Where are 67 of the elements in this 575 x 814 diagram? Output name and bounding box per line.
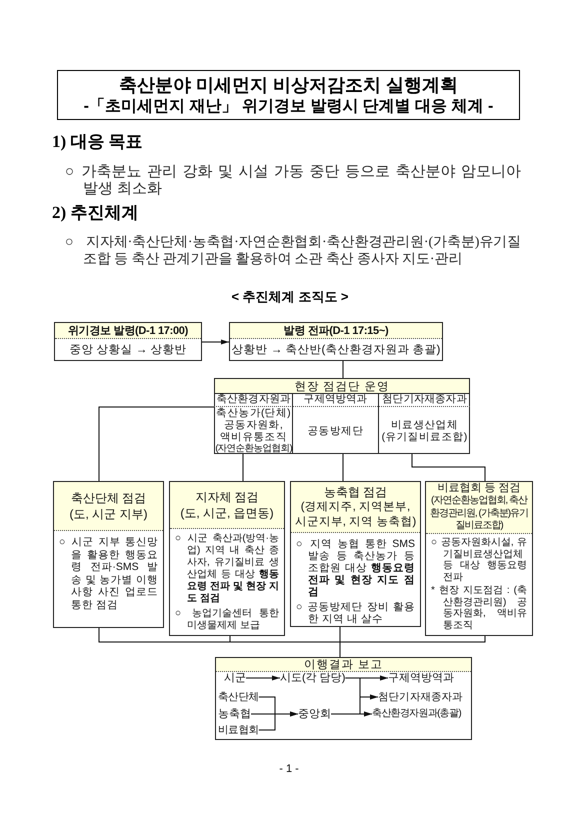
arrow — [202, 340, 230, 344]
subtitle-text: -「초미세먼지 재난」 위기경보 발령시 단계별 대응 체계 - — [84, 97, 494, 117]
unit-label: 중앙회 — [298, 706, 331, 722]
heading-text: 축산단체 점검 — [70, 490, 146, 506]
title-text: 축산분야 미세먼지 비상저감조치 실행계획 — [119, 75, 458, 96]
connector-line — [342, 454, 344, 482]
table-column — [214, 393, 293, 454]
arrow — [258, 712, 298, 730]
body-text: 축산농가(단체) 공동자원화, 액비유통조직 — [215, 407, 292, 443]
unit-label: 시도(각 담당) — [280, 670, 346, 686]
subheading-text: (도, 시군, 읍면동) — [180, 505, 274, 521]
process-box — [229, 322, 443, 361]
process-box — [169, 481, 285, 636]
body-text: 공동방제단 — [308, 424, 364, 436]
process-box — [53, 481, 164, 628]
unit-label: 첨단기자재종자과 — [378, 689, 463, 705]
table-column — [292, 393, 378, 454]
bullet-text: ○ 공동방제단 장비 활용한 지역 내 살수 — [296, 601, 415, 625]
connector-line — [340, 636, 486, 658]
column-heading: 축산환경자원과 — [214, 393, 293, 407]
title-box — [57, 70, 520, 120]
bullet-text: ○ 지자체·축산단체·농축협·자연순환협회·축산환경관리원·(가축분)유기질조합 등 축산 관계기관을 활용하여 소관 축산 종사자 지도·관리 — [65, 234, 521, 268]
arrow — [246, 676, 280, 680]
body-text: 중앙 상황실 → 상황반 — [69, 343, 187, 358]
subheading-text: (자연순환농업협회, 축산환경관리원, (가축분)유기질비료조합) — [428, 495, 530, 533]
chart-title: < 추진체계 조직도 > — [231, 289, 349, 305]
heading-band: 위기경보 발령(D-1 17:00) — [55, 323, 201, 339]
note-text: (자연순환농업협회) — [215, 443, 292, 454]
heading-band: 현장 점검단 운영 — [215, 379, 469, 394]
unit-label: 축산단체 — [218, 689, 259, 705]
arrow — [330, 712, 372, 716]
bullet-text: ○ 가축분뇨 관리 강화 및 시설 가동 중단 등으로 축산분야 암모니아 발생 최소화 — [65, 164, 521, 198]
body-text: 비료생산업체 (유기질비료조합) — [380, 418, 468, 442]
connector-line — [342, 360, 344, 378]
unit-label: 축산환경자원과(총괄) — [372, 706, 461, 722]
process-box — [54, 322, 202, 361]
section-heading: 1) 대응 목표 — [52, 132, 143, 152]
unit-label: 농축협 — [218, 706, 251, 722]
process-box — [425, 481, 533, 636]
bullet-text: ○ 공동자원화시설, 유기질비료생산업체 등 대상 행동요령 전파 — [431, 537, 527, 583]
process-box — [290, 481, 421, 627]
heading-text: 비료협회 등 점검 — [437, 482, 521, 495]
heading-text: 농축협 점검 — [324, 484, 388, 500]
column-heading: 첨단기자재종자과 — [379, 393, 470, 407]
heading-band: 발령 전파(D-1 17:15~) — [230, 323, 442, 339]
unit-label: 시군 — [224, 670, 246, 686]
bullet-text: ○ 농업기술센터 통한 미생물제제 보급 — [175, 608, 279, 632]
table-box — [214, 378, 470, 454]
table-column — [378, 393, 470, 454]
column-heading: 구제역방역과 — [293, 393, 378, 407]
connector-line — [98, 406, 214, 482]
connector-line — [242, 454, 244, 482]
unit-label: 구제역방역과 — [388, 670, 454, 686]
connector-line — [412, 454, 486, 482]
bullet-text: ○ 시군 축산과(방역·농업) 지역 내 축산 종사자, 유기질비료 생산업체 등 대상 행동요령 전파 및 현장 지도 점검 — [175, 533, 279, 605]
unit-label: 비료협회 — [218, 722, 259, 738]
heading-band: 이행결과 보고 — [216, 658, 471, 672]
page-number: - 1 - — [279, 762, 299, 776]
bullet-text: * 현장 지도점검 : (축산환경관리원) 공동자원화, 액비유통조직 — [431, 585, 527, 631]
subheading-text: (도, 시군 지부) — [70, 506, 148, 522]
bullet-text: ○ 시군 지부 통신망을 활용한 행동요령 전파·SMS 발송 및 농가별 이행사항 사진 업로드 통한 점검 — [59, 536, 158, 611]
subheading-text: (경제지주, 지역본부, 시군지부, 지역 농축협) — [294, 500, 417, 530]
report-box — [215, 657, 472, 740]
body-text: 상황반 → 축산반(축산환경자원과 총괄) — [232, 343, 440, 358]
bullet-text: ○ 지역 농협 통한 SMS 발송 등 축산농가 등 조합원 대상 행동요령 전파 및 현장 지도 점검 — [296, 538, 415, 598]
heading-text: 지자체 점검 — [195, 489, 259, 505]
section-heading: 2) 추진체계 — [52, 203, 138, 223]
